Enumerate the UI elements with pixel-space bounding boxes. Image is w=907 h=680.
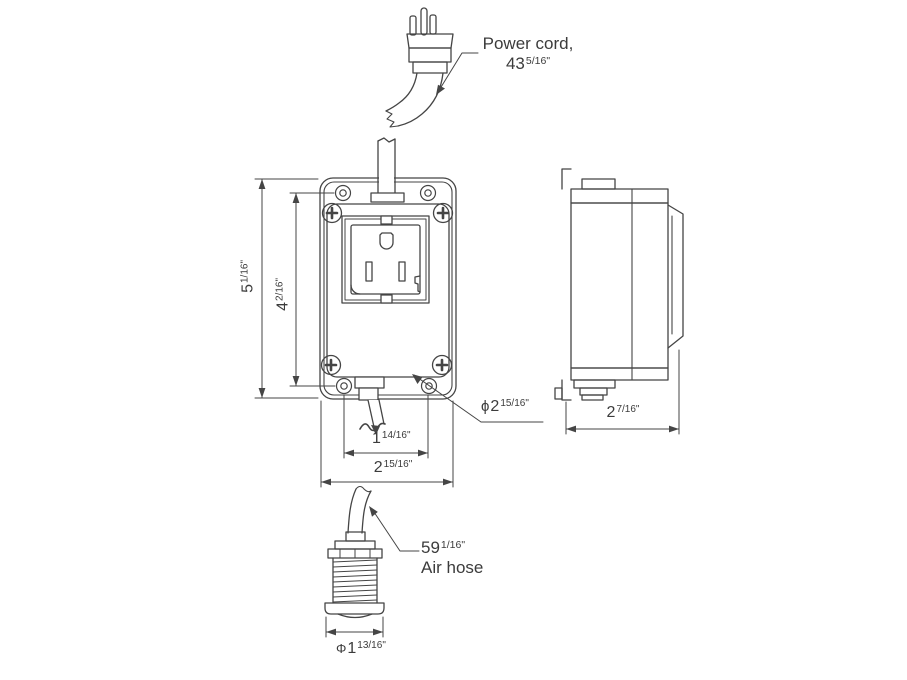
dim-side-depth: 27/16" — [606, 404, 640, 421]
side-body — [570, 202, 669, 369]
dim-fitting-diameter: Φ113/16" — [336, 640, 386, 657]
dim-front-width: 215/16" — [373, 459, 413, 476]
air-hose-leader — [369, 506, 420, 552]
top-flange — [570, 188, 669, 204]
power-cord-stub — [370, 137, 405, 203]
dim-front-width-lines — [320, 400, 454, 488]
air-hose-label: Air hose — [421, 558, 484, 578]
ground-hole — [379, 232, 394, 250]
hose-break-squiggle — [359, 422, 386, 432]
dim-side-depth-lines — [565, 349, 680, 435]
plug-body — [406, 33, 454, 49]
side-view — [554, 168, 684, 435]
side-notch — [414, 275, 421, 293]
dim-front-height-overall: 51/16" — [239, 259, 257, 293]
back-plate-top-tab — [561, 168, 572, 190]
mounting-holes — [334, 184, 438, 395]
power-plug — [385, 7, 454, 128]
outlet-receptacle — [341, 215, 430, 304]
plug-blade-right — [429, 14, 437, 35]
dim-front-screw-span-vertical-lines — [289, 192, 336, 387]
corner-notch — [350, 284, 361, 295]
conduit-bump — [581, 178, 616, 190]
dim-fitting-diameter-lines — [325, 616, 384, 638]
dim-grommet-diameter: ϕ215/16" — [481, 398, 529, 415]
fitting-dome — [337, 613, 373, 619]
power-cord-leader — [436, 52, 479, 95]
air-hose-callout: 591/16" Air hose — [421, 538, 483, 578]
grommet-diameter-leader — [412, 374, 544, 423]
cord-broken-piece — [385, 72, 444, 128]
dim-front-screw-span-vertical: 42/16" — [274, 277, 292, 311]
air-hose-length: 591/16" — [421, 538, 466, 557]
fitting-flange — [324, 602, 385, 615]
cord-grommet — [370, 192, 405, 203]
dim-front-screw-span-horizontal-lines — [343, 394, 429, 459]
threaded-barrel — [332, 557, 378, 604]
slot-left — [365, 261, 373, 282]
bottom-flange — [570, 367, 669, 381]
front-cover-bulge — [667, 204, 684, 349]
air-hose-assembly — [324, 485, 420, 638]
plug-ground-pin — [420, 7, 428, 36]
back-plate-bottom-tab — [561, 379, 572, 401]
cover-screws — [320, 202, 454, 376]
power-cord-length: 435/16" — [505, 54, 551, 74]
front-view — [254, 137, 544, 488]
side-fitting-steps — [573, 379, 616, 401]
slot-right — [398, 261, 406, 282]
plug-blade-left — [409, 15, 417, 36]
dim-front-screw-span-horizontal: 114/16" — [372, 430, 411, 447]
fitting-cap — [334, 540, 376, 550]
power-cord-label: Power cord, — [482, 34, 574, 53]
hex-nut — [327, 548, 383, 559]
air-outlet-stub — [354, 376, 386, 435]
power-cord-callout: Power cord, 435/16" — [478, 34, 578, 74]
cover-plate — [326, 203, 450, 378]
dim-front-height-overall-lines — [254, 178, 319, 399]
air-hose-curve — [347, 485, 372, 534]
